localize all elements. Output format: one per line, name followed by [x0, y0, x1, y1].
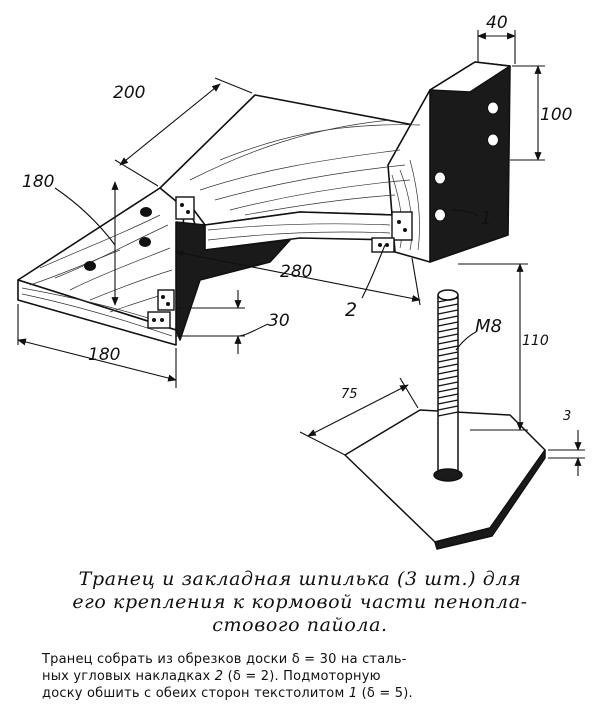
stud-dimension-lines — [299, 263, 585, 476]
caption-line-3: стового пайола. — [212, 614, 388, 636]
corner-plate — [157, 289, 175, 311]
note-line-2: ных угловых накладках — [42, 669, 215, 684]
note-ref-2: 2 — [214, 669, 224, 684]
label-75: 75 — [341, 387, 358, 402]
label-180-top: 180 — [22, 172, 54, 192]
transom-drawing: 40 100 200 180 1 280 2 30 180 M8 110 75 … — [17, 13, 585, 550]
dimension-lines — [17, 30, 545, 388]
note-line-1: Транец собрать из обрезков доски δ = 30 … — [42, 652, 407, 667]
wood-grain — [21, 119, 421, 337]
motor-board-holes — [434, 101, 499, 222]
motor-board-top — [429, 61, 511, 93]
figure-caption: Транец и закладная шпилька (3 шт.) для е… — [30, 568, 570, 637]
corner-plates — [147, 196, 413, 329]
assembly-note: Транец собрать из обрезков доски δ = 30 … — [42, 651, 562, 702]
note-line-3-tail: (δ = 5). — [357, 686, 413, 701]
label-100: 100 — [540, 105, 572, 125]
label-2: 2 — [345, 299, 357, 321]
label-40: 40 — [486, 13, 508, 33]
caption-line-1: Транец и закладная шпилька (3 шт.) для — [78, 568, 522, 590]
note-line-2-tail: (δ = 2). Подмоторную — [223, 669, 381, 684]
label-180-bottom: 180 — [88, 345, 120, 365]
stud-holes — [84, 207, 152, 271]
corner-plate — [147, 311, 171, 329]
corner-plate — [391, 211, 413, 241]
stud-base-edge — [434, 449, 546, 550]
label-1: 1 — [480, 207, 492, 229]
note-ref-1: 1 — [348, 686, 358, 701]
label-280: 280 — [280, 262, 312, 282]
label-m8: M8 — [475, 316, 502, 337]
stud-assembly — [344, 289, 546, 550]
note-line-3: доску обшить с обеих сторон текстолитом — [42, 686, 349, 701]
label-110: 110 — [522, 333, 549, 349]
stud-weld — [433, 468, 463, 482]
corner-plate — [175, 196, 195, 220]
label-200: 200 — [113, 83, 145, 103]
plate-bolts — [152, 203, 407, 322]
caption-line-2: его крепления к кормовой части пенопла- — [72, 591, 528, 613]
stud-thread — [437, 297, 459, 417]
label-30: 30 — [268, 311, 290, 331]
label-3: 3 — [563, 409, 571, 424]
